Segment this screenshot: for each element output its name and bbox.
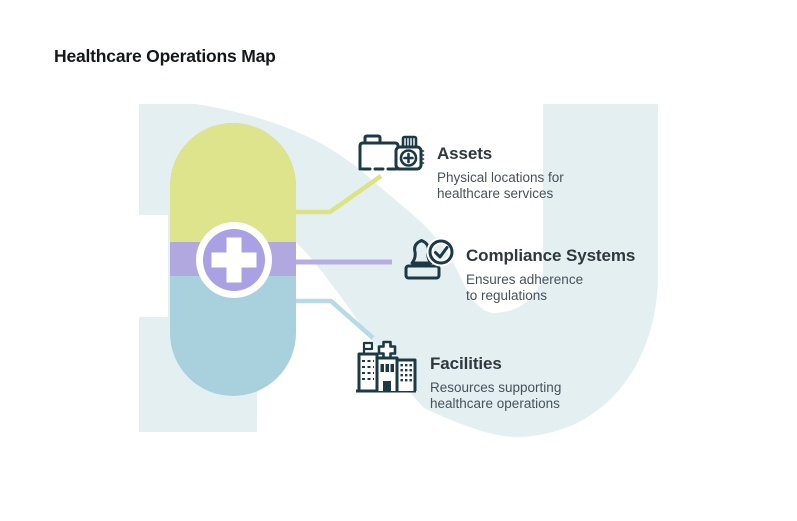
facilities-description: Resources supporting healthcare operatio… [430,380,562,411]
page-title: Healthcare Operations Map [54,46,276,66]
compliance-heading: Compliance Systems [466,246,636,265]
assets-heading: Assets [437,144,493,163]
facilities-connector-line [288,298,375,340]
medical-cross-badge [196,222,272,298]
hospital-building-icon [356,340,417,393]
compliance-description: Ensures adherence to regulations [466,272,584,303]
assets-description: Physical locations for healthcare servic… [437,170,564,201]
stamp-check-icon [404,237,456,280]
section-compliance-systems: Compliance Systems Ensures adherence to … [466,246,635,303]
facilities-heading: Facilities [430,354,502,373]
assets-connector-line [292,174,383,215]
folder-medical-supplies-icon [358,134,425,171]
section-facilities: Facilities Resources supporting healthca… [430,354,561,411]
section-assets: Assets Physical locations for healthcare… [437,144,564,201]
